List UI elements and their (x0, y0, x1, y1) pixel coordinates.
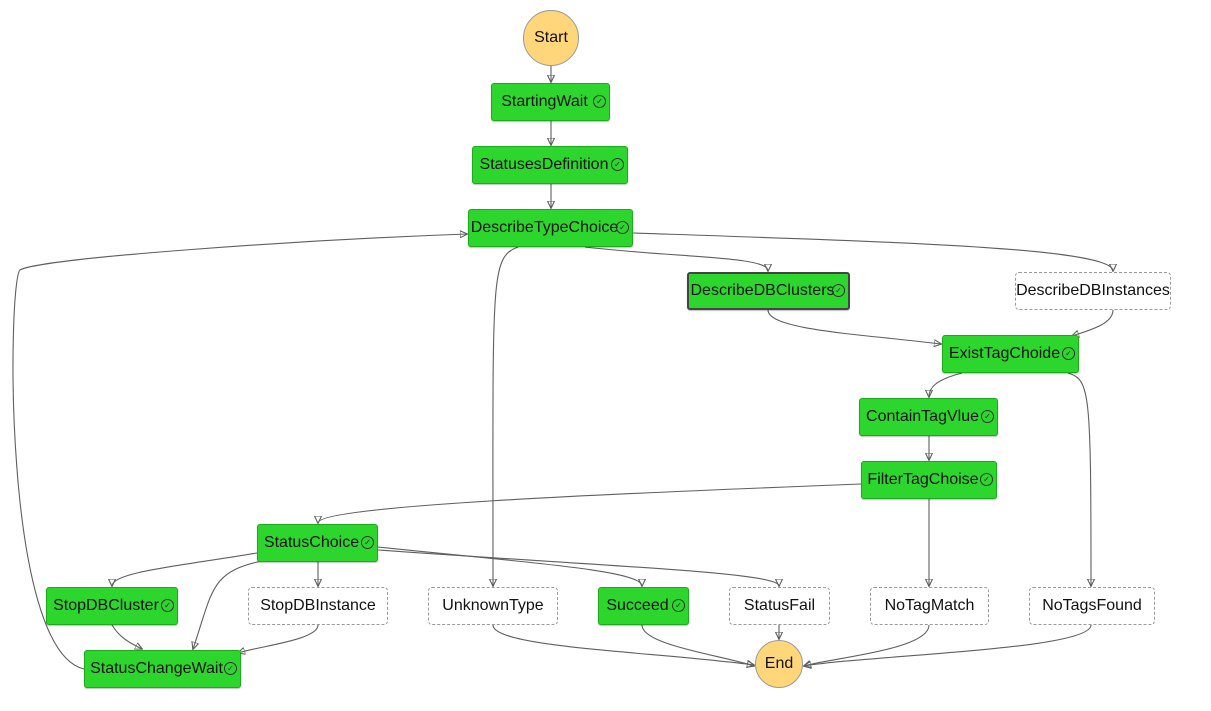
edge-notagsfound-to-end (804, 624, 1092, 666)
edge-describedbclusters-to-existtagchoide (767, 309, 941, 344)
state-node-start[interactable]: Start (523, 10, 579, 66)
state-node-unknowntype[interactable]: UnknownType (428, 587, 558, 625)
state-node-stopdbinstance[interactable]: StopDBInstance (248, 587, 388, 625)
state-node-label: Start (534, 29, 568, 46)
edge-describedbinstances-to-existtagchoide (1072, 309, 1114, 336)
check-circle-icon: ✓ (616, 221, 629, 234)
edge-describetypechoice-to-describedbclusters (584, 246, 768, 271)
check-circle-icon: ✓ (832, 284, 845, 297)
edge-stopdbinstance-to-statuschangewait (238, 624, 319, 653)
check-circle-icon: ✓ (1062, 347, 1075, 360)
state-node-label: NoTagMatch (884, 597, 975, 614)
state-node-containtagvlue[interactable]: ContainTagVlue✓ (859, 398, 998, 436)
check-circle-icon: ✓ (611, 158, 624, 171)
edge-existtagchoide-to-containtagvlue (929, 372, 963, 397)
check-circle-icon: ✓ (981, 410, 994, 423)
state-node-statusfail[interactable]: StatusFail (729, 587, 830, 625)
state-node-succeed[interactable]: Succeed✓ (598, 587, 689, 625)
edge-filtertagchoise-to-statuschoice (318, 483, 862, 523)
check-circle-icon: ✓ (361, 536, 374, 549)
state-node-startingwait[interactable]: StartingWait ✓ (491, 83, 610, 121)
edge-statuschoice-to-statusfail (377, 549, 779, 586)
state-node-describedbinstances[interactable]: DescribeDBInstances (1015, 272, 1171, 310)
state-node-stopdbcluster[interactable]: StopDBCluster✓ (46, 587, 178, 625)
state-node-label: UnknownType (442, 597, 544, 614)
edge-succeed-to-end (641, 624, 754, 666)
state-node-existtagchoide[interactable]: ExistTagChoide✓ (942, 335, 1079, 373)
state-node-label: StatusChoice (263, 534, 360, 551)
edge-describetypechoice-to-unknowntype (493, 246, 519, 586)
state-node-label: StatusesDefinition (479, 156, 609, 173)
edge-existtagchoide-to-notagsfound (1067, 372, 1091, 586)
state-node-statuschangewait[interactable]: StatusChangeWait✓ (84, 650, 241, 688)
state-node-notagsfound[interactable]: NoTagsFound (1029, 587, 1155, 625)
state-node-label: DescribeDBInstances (1016, 282, 1170, 299)
state-node-label: NoTagsFound (1042, 597, 1142, 614)
state-node-label: ExistTagChoide (948, 345, 1061, 362)
edge-describetypechoice-to-describedbinstances (632, 232, 1113, 271)
check-circle-icon: ✓ (980, 473, 993, 486)
state-node-statuschoice[interactable]: StatusChoice✓ (257, 524, 378, 562)
state-node-label: End (764, 655, 794, 672)
state-node-label: FilterTagChoise (867, 471, 979, 488)
state-node-label: Succeed (606, 597, 669, 614)
state-node-label: StopDBInstance (260, 597, 376, 614)
state-node-label: ContainTagVlue (866, 408, 979, 425)
edge-statuschoice-to-stopdbcluster (112, 552, 258, 586)
edge-stopdbcluster-to-statuschangewait (111, 624, 142, 649)
state-node-describedbclusters[interactable]: DescribeDBClusters✓ (687, 272, 850, 310)
check-circle-icon: ✓ (593, 95, 606, 108)
edge-notagmatch-to-end (804, 624, 930, 666)
state-node-label: StatusChangeWait (90, 660, 223, 677)
check-circle-icon: ✓ (672, 599, 685, 612)
check-circle-icon: ✓ (224, 662, 237, 675)
check-circle-icon: ✓ (161, 599, 174, 612)
state-node-label: DescribeTypeChoice (470, 219, 619, 236)
state-node-label: DescribeDBClusters (690, 282, 835, 299)
edge-statuschangewait-to-describetypechoice (12, 234, 467, 670)
edge-unknowntype-to-end (492, 624, 754, 665)
state-node-describetypechoice[interactable]: DescribeTypeChoice✓ (468, 209, 633, 247)
state-node-notagmatch[interactable]: NoTagMatch (870, 587, 989, 625)
state-node-end[interactable]: End (755, 640, 803, 688)
state-node-label: StopDBCluster (53, 597, 159, 614)
state-node-label: StartingWait (501, 93, 588, 110)
edge-statuschoice-to-succeed (377, 546, 642, 586)
state-node-statusesdef[interactable]: StatusesDefinition✓ (472, 146, 628, 184)
state-node-filtertagchoise[interactable]: FilterTagChoise✓ (861, 461, 997, 499)
edge-statuschoice-to-statuschangewait (193, 560, 263, 649)
state-node-label: StatusFail (743, 597, 816, 614)
